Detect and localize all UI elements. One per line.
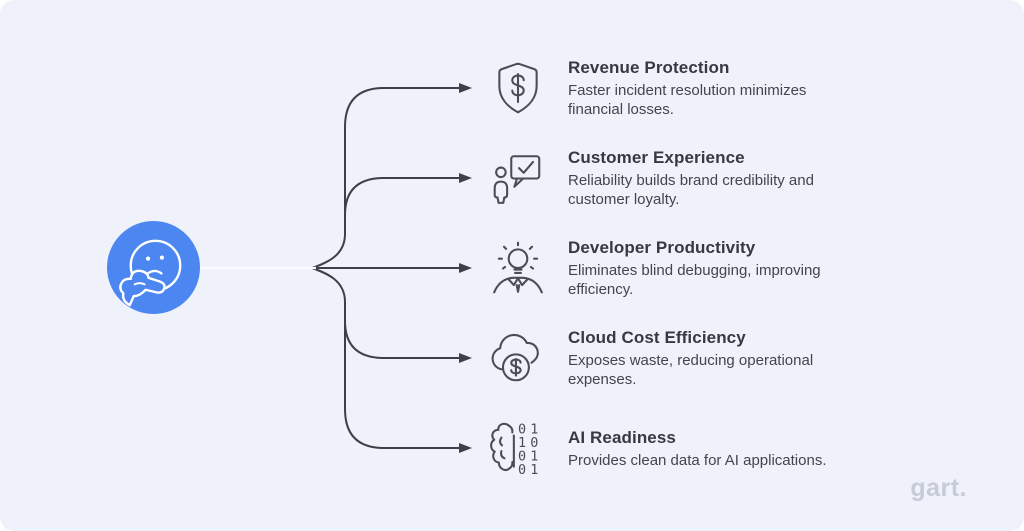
item-title: Customer Experience bbox=[568, 148, 745, 167]
svg-text:01: 01 bbox=[518, 423, 543, 438]
lightbulb-person-icon bbox=[493, 241, 543, 294]
item-developer-productivity: Developer Productivity Eliminates blind … bbox=[489, 223, 849, 313]
item-description: Reliability builds brand credibility and… bbox=[568, 172, 814, 208]
item-customer-experience: Customer Experience Reliability builds b… bbox=[489, 133, 849, 223]
item-cloud-dollar-row: Cloud Cost Efficiency Exposes waste, red… bbox=[489, 313, 849, 403]
thinking-face-icon bbox=[119, 239, 182, 307]
item-description: Faster incident resolution minimizes fin… bbox=[568, 82, 807, 118]
item-title: AI Readiness bbox=[568, 427, 676, 447]
svg-text:01: 01 bbox=[518, 449, 543, 464]
svg-text:10: 10 bbox=[518, 436, 543, 451]
item-ai-readiness: 01 10 01 01 AI Readiness Provides clean … bbox=[489, 403, 827, 493]
item-title: Cloud Cost Efficiency bbox=[568, 328, 746, 347]
item-title: Developer Productivity bbox=[568, 238, 756, 257]
item-title: Revenue Protection bbox=[568, 58, 730, 77]
gart-logo: gart. bbox=[910, 474, 967, 502]
item-revenue-protection: Revenue Protection Faster incident resol… bbox=[489, 43, 849, 133]
svg-text:01: 01 bbox=[518, 463, 543, 477]
arrowheads bbox=[459, 83, 472, 453]
person-chat-check-icon bbox=[493, 155, 541, 204]
item-description: Eliminates blind debugging, improving ef… bbox=[568, 262, 821, 298]
brain-binary-icon: 01 10 01 01 bbox=[490, 423, 543, 477]
cloud-dollar-icon bbox=[491, 333, 539, 382]
central-node bbox=[107, 221, 200, 314]
item-description: Exposes waste, reducing operational expe… bbox=[568, 352, 814, 388]
shield-dollar-icon bbox=[498, 62, 538, 114]
item-description: Provides clean data for AI applications. bbox=[568, 451, 827, 469]
